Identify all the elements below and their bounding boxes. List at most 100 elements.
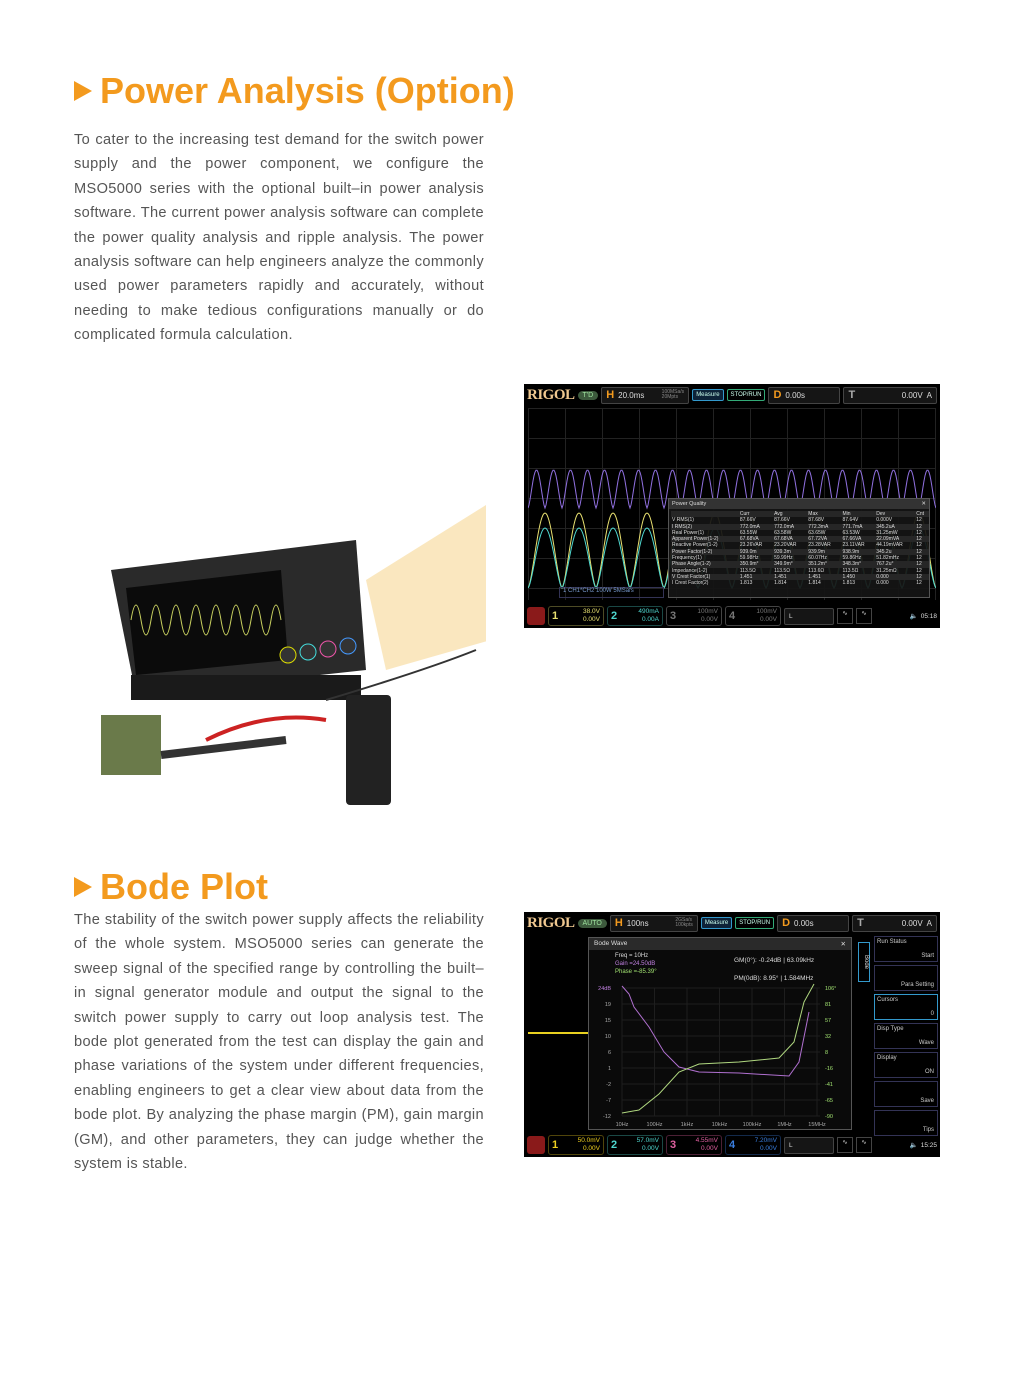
table-cell: 772.0mA	[774, 523, 795, 530]
app-menu-button[interactable]	[527, 607, 545, 625]
axis-tick-label: 19	[605, 1002, 611, 1008]
table-cell: 1.451	[808, 573, 821, 580]
measure-button[interactable]: Measure	[700, 917, 733, 929]
scale: 7.20mV	[754, 1137, 777, 1144]
trigger-status: AUTO	[577, 918, 607, 928]
table-cell: 1.813	[739, 580, 753, 587]
table-cell: 767.2u°	[876, 561, 894, 568]
table-cell: 22.09mVA	[876, 536, 900, 543]
offset: 0.00V	[583, 616, 600, 623]
scale: 4.55mV	[695, 1137, 718, 1144]
table-cell: 23.11VAR	[842, 542, 865, 549]
window-title: Bode Wave	[594, 940, 628, 947]
logic-analyzer-box[interactable]: L	[784, 607, 834, 625]
rigol-logo: RIGOL	[527, 914, 575, 931]
table-cell: 0.000V	[876, 517, 893, 524]
la-label: L	[789, 612, 793, 620]
menu-item[interactable]: Para Setting	[874, 965, 938, 991]
table-cell: Real Power(1)	[672, 529, 704, 536]
sample-rate: 2GSa/s	[675, 917, 693, 923]
table-row: Phase Angle(1-2)350.9m°349.9m°351.2m°348…	[671, 561, 929, 568]
channel-number: 3	[670, 610, 677, 622]
table-cell: Curr	[739, 511, 750, 517]
table-cell: 67.68VA	[739, 536, 759, 543]
generator-icon[interactable]: ∿	[856, 1137, 872, 1153]
h-label: H	[614, 917, 623, 929]
generator-icon[interactable]: ∿	[837, 1137, 853, 1153]
menu-item[interactable]: Tips	[874, 1110, 938, 1136]
scale: 38.0V	[583, 608, 600, 615]
axis-tick-label: -7	[606, 1098, 611, 1104]
trigger-level: 0.00V	[901, 390, 923, 400]
stop-run-button[interactable]: STOP/RUN	[726, 389, 766, 401]
table-cell: 67.72VA	[808, 536, 828, 543]
table-cell: 113.5Ω	[739, 567, 756, 574]
menu-item[interactable]: Save	[874, 1081, 938, 1107]
axis-tick-label: -65	[825, 1098, 833, 1104]
scale: 100mV	[756, 608, 777, 615]
menu-value: Wave	[918, 1040, 934, 1046]
bode-side-tab[interactable]: Bode	[858, 942, 870, 982]
app-menu-button[interactable]	[527, 1136, 545, 1154]
stop-run-button[interactable]: STOP/RUN	[735, 917, 775, 929]
table-cell: 349.9m°	[774, 561, 793, 568]
table-cell: 1.813	[842, 580, 856, 587]
mem-depth: 20Mpts	[661, 394, 679, 400]
section-heading-bode-plot: Bode Plot	[74, 866, 268, 908]
generator-icon[interactable]: ∿	[856, 608, 872, 624]
trigger-level: 0.00V	[901, 918, 923, 928]
axis-tick-label: 100kHz	[743, 1122, 762, 1128]
offset: 0.00V	[642, 1145, 659, 1152]
bode-plot-paragraph: The stability of the switch power supply…	[74, 912, 484, 1173]
axis-tick-label: 1	[608, 1066, 611, 1072]
power-analysis-paragraph: To cater to the increasing test demand f…	[74, 132, 484, 344]
logic-analyzer-box[interactable]: L	[784, 1136, 834, 1154]
generator-icon[interactable]: ∿	[837, 608, 853, 624]
timebase: 20.0ms	[618, 390, 645, 400]
axis-tick-label: -2	[606, 1082, 611, 1088]
la-label: L	[789, 1141, 793, 1149]
cursor-phase: Phase =-85.39°	[615, 969, 657, 975]
table-cell: 63.53W	[842, 529, 860, 536]
axis-tick-label: -12	[603, 1114, 611, 1120]
table-cell: 939.9m	[808, 548, 825, 555]
menu-value: Tips	[922, 1127, 934, 1133]
measure-button[interactable]: Measure	[692, 389, 724, 401]
close-icon[interactable]: ✕	[921, 501, 926, 507]
menu-label: Cursors	[877, 997, 899, 1003]
offset: 0.00V	[760, 1145, 777, 1152]
close-icon[interactable]: ✕	[840, 941, 846, 948]
channel-number: 4	[729, 1139, 736, 1151]
table-cell: Frequency(1)	[672, 555, 702, 562]
menu-label: Disp Type	[877, 1026, 904, 1032]
